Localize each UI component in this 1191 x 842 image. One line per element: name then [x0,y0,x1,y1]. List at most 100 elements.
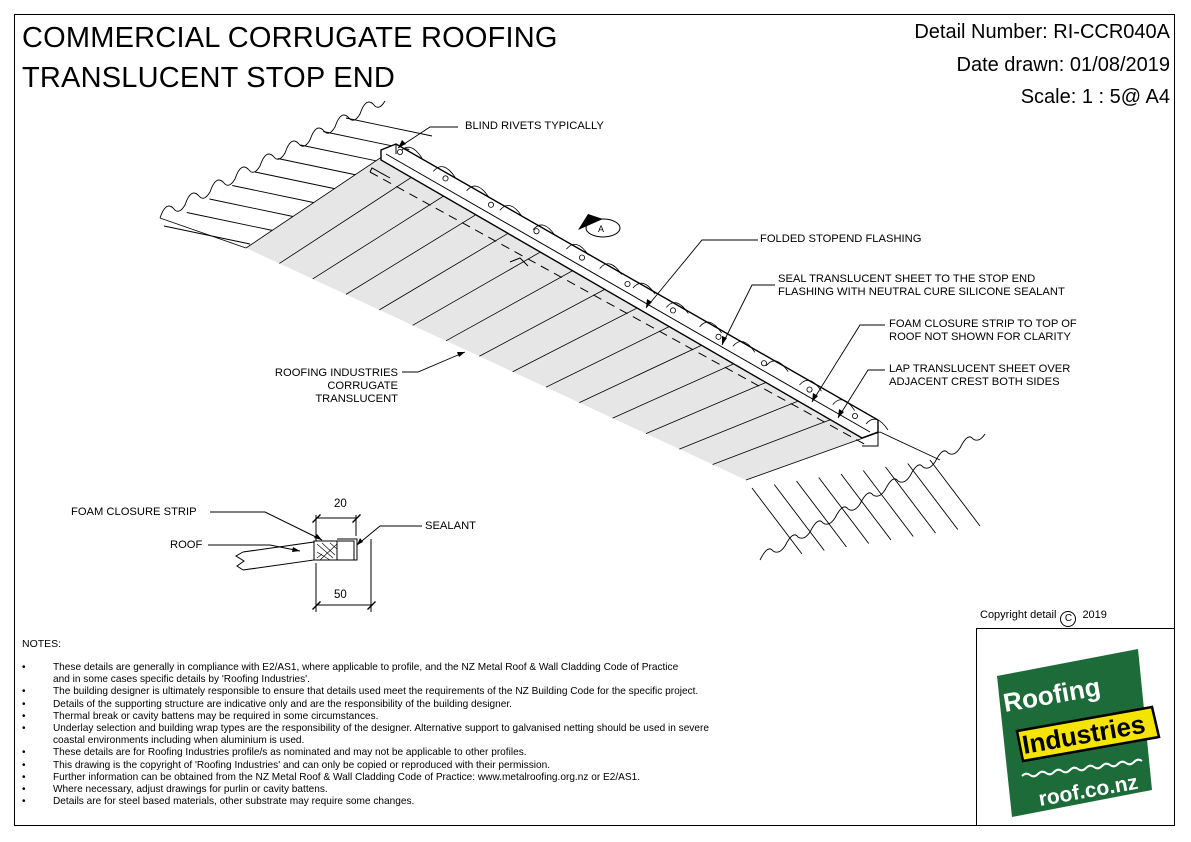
purlin-end-2 [862,432,879,447]
note-bullet: • [22,723,26,735]
dimension-50: 50 [334,589,347,601]
rivet [579,254,586,261]
copyright-year: 2019 [1082,609,1107,621]
note-bullet: • [22,747,26,759]
note-item: • Details are for steel based materials, … [22,796,842,808]
note-bullet: • [22,796,26,808]
translucent-corrugation-line [412,242,557,326]
flashing-bump [632,282,656,295]
callout-ri-line-2: CORRUGATE [327,380,398,392]
roof-sheet-right [751,431,986,561]
logo-wave-line [1021,758,1143,778]
note-text: coastal environments including when alum… [53,735,305,747]
flashing-bump [732,341,756,353]
note-bullet [22,674,53,686]
callout-lap-line-2: ADJACENT CREST BOTH SIDES [889,376,1060,388]
corrugation-line [840,473,892,541]
callout-foam-top-line-1: FOAM CLOSURE STRIP TO TOP OF [889,318,1077,330]
translucent-corrugation-line [345,204,493,295]
note-item: •Details of the supporting structure are… [22,699,842,711]
corrugation-line [818,477,870,544]
flashing-bump [566,243,589,256]
translucent-corrugation-line [445,261,590,342]
label-sealant: SEALANT [425,520,476,532]
corrugation-line [300,144,387,164]
note-item: • These details are for Roofing Industrie… [22,747,842,759]
label-roof: ROOF [170,539,203,551]
translucent-corrugation-line [645,374,784,434]
note-text: Details are for steel based materials, o… [53,796,415,808]
note-bullet: • [22,710,26,722]
title-line-2: TRANSLUCENT STOP END [22,62,396,94]
scale: Scale: 1 : 5@ A4 [1020,86,1170,108]
translucent-corrugation-line [679,393,816,450]
notes-heading: NOTES: [22,638,62,650]
left-sheet-top-edge [159,100,386,219]
translucent-corrugation-line [579,336,719,404]
note-bullet: • [22,771,26,783]
right-sheet-bottom-edge [759,433,986,561]
callout-ri-line-1: ROOFING INDUSTRIES [274,367,398,379]
translucent-corrugation-line [245,147,396,249]
translucent-corrugation-line [712,412,848,465]
callout-lap-line-1: LAP TRANSLUCENT SHEET OVER [889,363,1071,375]
corrugation-line [209,198,296,218]
rivet [487,201,494,208]
corrugation-line [907,463,959,530]
callout-foam-top-line-2: ROOF NOT SHOWN FOR CLARITY [889,331,1071,343]
logo-box [976,628,1175,826]
corrugation-line [277,158,364,177]
rivet [624,280,631,287]
note-item: •Further information can be obtained fro… [22,772,842,784]
drawing-border [14,14,1175,826]
flashing-bump [865,418,889,431]
translucent-corrugation-line [479,280,622,357]
note-item: •Underlay selection and building wrap ty… [22,723,842,735]
corrugation-line [885,466,936,534]
section-marker-a: A [578,214,621,238]
lap-marker [509,257,529,267]
logo-yellow-banner [1015,705,1161,763]
corrugation-line [773,484,825,551]
note-bullet: • [22,698,26,710]
note-item: •This drawing is the copyright of 'Roofi… [22,760,842,772]
flashing-bump [532,224,556,236]
callout-ri-line-3: TRANSLUCENT [315,393,398,405]
corrugation-line [254,171,342,191]
flashing-bump [432,166,456,178]
copyright-label: Copyright detail [980,609,1057,621]
section-marker-label: A [598,224,604,234]
label-foam-closure-strip: FOAM CLOSURE STRIP [71,506,197,518]
roofing-industries-logo: Roofing Industries roof.co.nz [997,649,1161,817]
flashing-bump [799,379,822,392]
left-sheet-bottom-edge [159,217,247,249]
notes-list: • These details are generally in complian… [22,662,842,808]
right-sheet-top-edge [879,431,941,461]
roof-sheet-left [159,100,433,249]
rivet [761,360,768,367]
blind-rivets [396,148,859,419]
note-text: These details are for Roofing Industries… [53,747,527,759]
callout-blind-rivets: BLIND RIVETS TYPICALLY [465,120,604,132]
translucent-corrugation-line [379,223,525,311]
note-item: •The building designer is ultimately res… [22,686,842,698]
note-item: •These details are generally in complian… [22,662,842,674]
rivet [396,148,403,155]
corrugation-line [345,117,433,137]
dimension-20: 20 [334,498,347,510]
flashing-bump [665,302,689,314]
section-detail [208,511,422,612]
note-item: •Where necessary, adjust drawings for pu… [22,784,842,796]
date-drawn: Date drawn: 01/08/2019 [956,54,1171,76]
rivet [533,228,540,235]
rivet [806,386,813,393]
note-text: Where necessary, adjust drawings for pur… [53,784,328,796]
note-text: The building designer is ultimately resp… [53,686,699,698]
copyright-icon: C [1060,611,1077,627]
note-text: These details are generally in complianc… [53,662,679,673]
flashing-bump [699,321,722,334]
translucent-corrugation-line [312,185,460,280]
flashing-bump [832,399,856,411]
